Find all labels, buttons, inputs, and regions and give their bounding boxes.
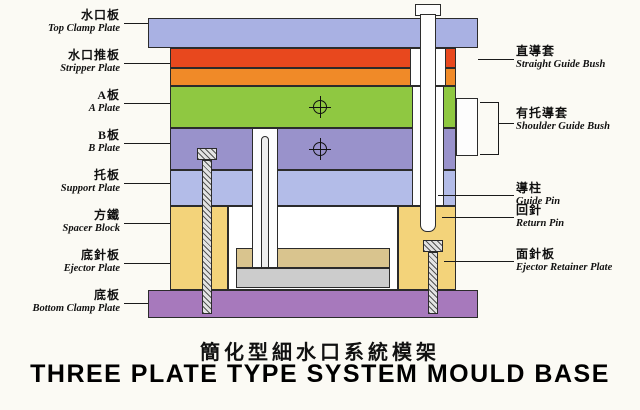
label-spacer-en: Spacer Block [62,223,120,234]
title-chinese: 簡化型細水口系統模架 [200,342,440,364]
connector-retainer [444,261,514,262]
label-top-clamp-zh: 水口板 [80,8,120,22]
fastening-bolt-left-head [197,148,217,160]
label-retainer-en: Ejector Retainer Plate [516,262,613,273]
return-pin-head [423,240,443,252]
label-spacer-block: 方鐵 Spacer Block [0,208,120,235]
label-a-plate-en: A Plate [88,103,120,114]
plate-support [170,170,456,206]
label-spacer-zh: 方鐵 [93,208,120,222]
connector-guide-pin [438,195,514,196]
label-a-plate: A板 A Plate [0,88,120,115]
label-ejector-plate: 底針板 Ejector Plate [0,248,120,275]
label-return-pin-en: Return Pin [516,218,565,229]
label-stripper-zh: 水口推板 [67,48,120,62]
connector-bottom-clamp [124,303,148,304]
label-ejector-en: Ejector Plate [63,263,120,274]
label-ejector-zh: 底針板 [80,248,120,262]
label-guide-pin-zh: 導柱 [516,181,543,195]
title-english: THREE PLATE TYPE SYSTEM MOULD BASE [30,360,610,388]
label-support-en: Support Plate [60,183,120,194]
connector-a-plate [124,103,170,104]
label-bottom-clamp-en: Bottom Clamp Plate [32,303,120,314]
label-b-plate-en: B Plate [88,143,120,154]
label-shoulder-bush-zh: 有托導套 [516,106,569,120]
label-shoulder-bush-en: Shoulder Guide Bush [516,121,610,132]
plate-ejector-base [236,268,390,288]
connector-stripper [124,63,170,64]
bracket-tick-top [480,102,498,103]
label-stripper-plate: 水口推板 Stripper Plate [0,48,120,75]
label-return-pin: 回針 Return Pin [516,203,638,230]
shoulder-guide-bush-flange [456,98,478,156]
sprue-puller-pin [261,136,269,268]
label-stripper-en: Stripper Plate [60,63,120,74]
plate-stripper-lower [170,68,456,86]
label-bottom-clamp-plate: 底板 Bottom Clamp Plate [0,288,120,315]
connector-support [124,183,170,184]
connector-spacer [124,223,170,224]
label-straight-guide-bush: 直導套 Straight Guide Bush [516,44,638,71]
label-return-pin-zh: 回針 [516,203,543,217]
screw-crosshair-b-plate [309,138,331,160]
label-top-clamp-en: Top Clamp Plate [48,23,120,34]
guide-pin [420,14,436,232]
label-guide-pin: 導柱 Guide Pin [516,181,638,208]
label-bottom-clamp-zh: 底板 [93,288,120,302]
label-b-plate: B板 B Plate [0,128,120,155]
label-ejector-retainer-plate: 面針板 Ejector Retainer Plate [516,247,638,274]
label-support-zh: 托板 [93,168,120,182]
label-guide-pin-en: Guide Pin [516,196,561,207]
bracket-tick-bottom [480,154,498,155]
connector-ejector [124,263,170,264]
fastening-bolt-left-shaft [202,160,212,314]
connector-return-pin [442,217,514,218]
return-pin-shaft [428,252,438,314]
screw-crosshair-a-plate [309,96,331,118]
connector-b-plate [124,143,170,144]
connector-shoulder-bush [498,123,514,124]
label-support-plate: 托板 Support Plate [0,168,120,195]
bracket-vertical [498,102,499,155]
label-b-plate-zh: B板 [97,128,120,142]
connector-straight-bush [478,59,514,60]
label-retainer-zh: 面針板 [516,247,556,261]
label-shoulder-guide-bush: 有托導套 Shoulder Guide Bush [516,106,638,133]
label-top-clamp-plate: 水口板 Top Clamp Plate [0,8,120,35]
spacer-block-left [170,206,228,290]
connector-top-clamp [124,23,148,24]
label-straight-bush-zh: 直導套 [516,44,556,58]
label-a-plate-zh: A板 [97,88,120,102]
label-straight-bush-en: Straight Guide Bush [516,59,606,70]
plate-stripper-upper [170,48,456,68]
